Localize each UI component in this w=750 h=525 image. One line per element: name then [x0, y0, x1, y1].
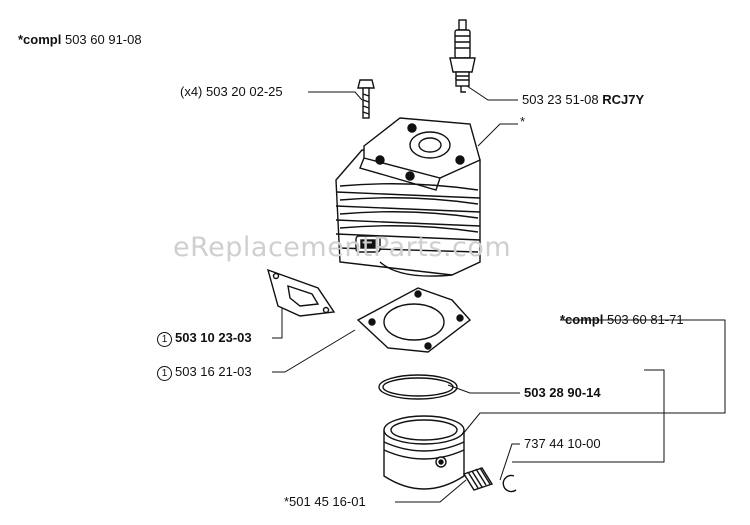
screw-drawing: [357, 79, 375, 119]
leader-lines: [272, 77, 726, 503]
label-bearing: *501 45 16-01: [284, 494, 366, 509]
label-spark-plug: 503 23 51-08 RCJ7Y: [522, 92, 645, 107]
spark-plug-drawing: [449, 19, 476, 93]
circlip-drawing: [502, 474, 517, 493]
label-piston-ring: 503 28 90-14: [524, 385, 601, 400]
label-assembly: *compl 503 60 91-08: [18, 32, 142, 47]
label-piston-assembly: *compl 503 60 81-71: [560, 312, 684, 327]
exhaust-gasket-drawing: [266, 268, 336, 317]
reference-marker: 1: [157, 332, 172, 347]
label-cylinder: *: [520, 114, 526, 129]
watermark-text: eReplacementParts.com: [173, 232, 512, 263]
piston-ring-drawing: [378, 374, 458, 400]
piston-drawing: [383, 415, 465, 490]
label-screw: (x4) 503 20 02-25: [180, 84, 283, 99]
bearing-drawing: [462, 467, 494, 491]
cylinder-drawing: [335, 117, 481, 277]
label-circlip: 737 44 10-00: [524, 436, 601, 451]
reference-marker: 1: [157, 366, 172, 381]
base-gasket-drawing: [356, 287, 472, 353]
